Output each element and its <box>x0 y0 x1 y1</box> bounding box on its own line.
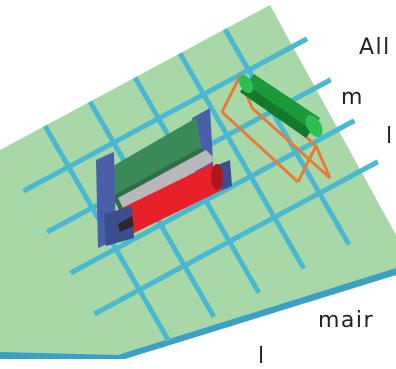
green-web-sheet <box>106 118 202 200</box>
mat-grid-line <box>177 52 307 270</box>
stand-with-roller <box>220 74 332 184</box>
red-roller <box>122 164 223 234</box>
gray-roller <box>118 150 216 210</box>
mat-grid-line <box>93 159 380 317</box>
front-frame-cap <box>96 152 114 160</box>
mat-grid-line <box>22 36 309 194</box>
text-fragment-4: mair <box>318 308 375 333</box>
mat-grid-line <box>222 27 352 246</box>
mat-grid-line <box>69 118 356 276</box>
text-fragment-1: All <box>359 35 391 60</box>
front-frame-base <box>118 216 134 232</box>
text-fragment-3: l <box>386 124 394 149</box>
illustration-scene <box>0 5 396 359</box>
roller-machine <box>96 108 232 248</box>
green-roller <box>238 74 323 138</box>
stand-bar-left <box>220 110 300 184</box>
text-fragment-2: m <box>341 85 364 110</box>
text-fragment-5: l <box>258 344 266 369</box>
stand-bar-right <box>250 106 332 180</box>
